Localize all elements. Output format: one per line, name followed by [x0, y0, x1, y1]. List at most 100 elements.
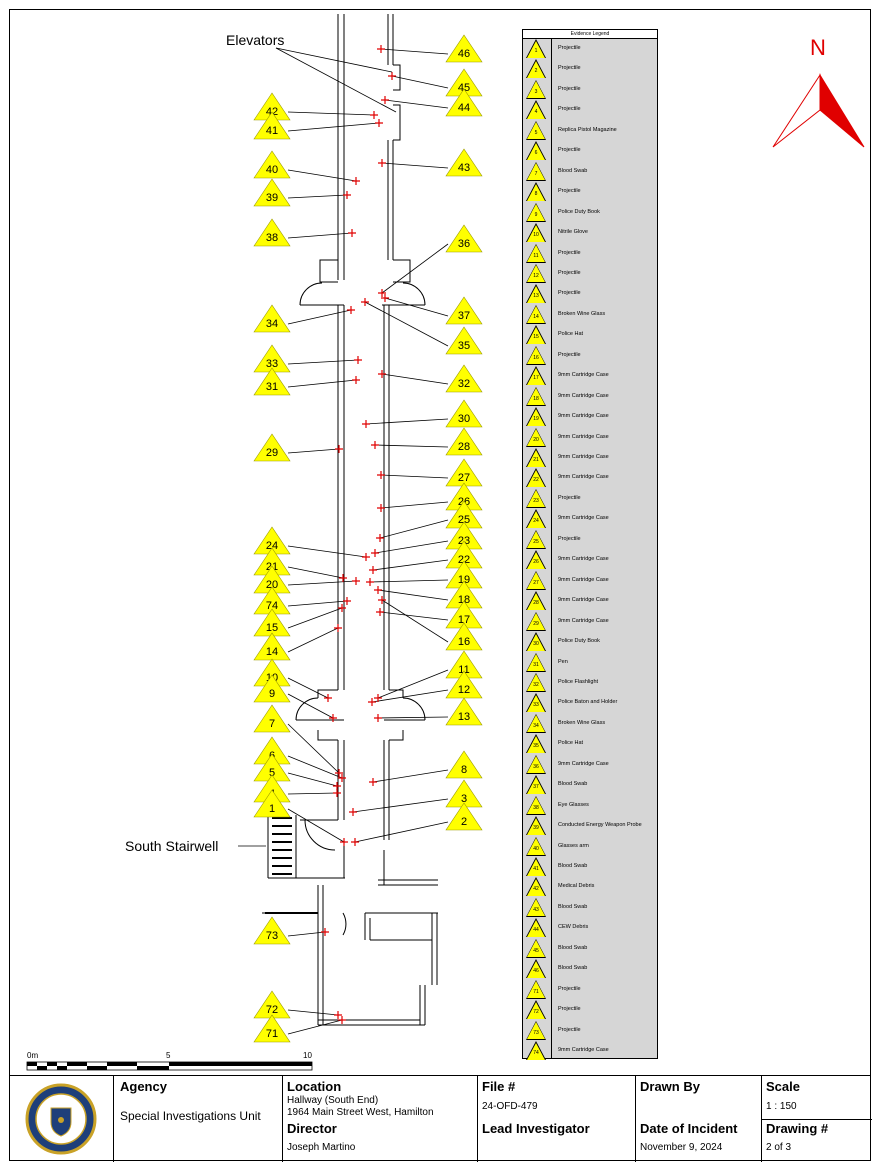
leader-line-35 [364, 301, 449, 347]
evidence-position-15 [338, 604, 346, 612]
evidence-marker-46: 46 [445, 34, 483, 63]
legend-item-label: 9mm Cartridge Case [558, 392, 609, 399]
evidence-marker-icon [527, 367, 545, 385]
leader-line-23 [374, 540, 449, 554]
evidence-position-23 [371, 549, 379, 557]
evidence-marker-73: 73 [253, 916, 291, 945]
scale-label-5: 5 [166, 1051, 171, 1060]
legend-item-number: 6 [534, 150, 538, 157]
evidence-marker-icon [527, 142, 545, 160]
evidence-marker-icon [527, 122, 545, 140]
leader-line-9 [287, 693, 334, 719]
legend-item-label: 9mm Cartridge Case [558, 1047, 609, 1054]
evidence-position-3 [349, 808, 357, 816]
evidence-position-18 [374, 586, 382, 594]
file-value: 24-OFD-479 [482, 1101, 538, 1112]
legend-item-number: 38 [533, 804, 539, 811]
legend-item-label: Conducted Energy Weapon Probe [558, 822, 642, 829]
legend-item-label: 9mm Cartridge Case [558, 597, 609, 604]
legend-item-number: 9 [534, 211, 538, 218]
scale-heading: Scale [766, 1079, 800, 1094]
location-line1: Hallway (South End) [287, 1095, 379, 1106]
evidence-marker-number: 46 [458, 48, 470, 60]
evidence-marker-icon [527, 858, 545, 876]
leader-line-36 [381, 243, 449, 294]
leader-line-27 [380, 474, 449, 479]
evidence-marker-icon [527, 306, 545, 324]
lead-investigator-heading: Lead Investigator [482, 1121, 590, 1136]
evidence-marker-1: 1 [253, 789, 291, 818]
legend-item-label: Blood Swab [558, 944, 588, 951]
legend-item-label: Police Flashlight [558, 678, 599, 685]
legend-item-number: 19 [533, 416, 539, 423]
evidence-marker-number: 39 [266, 192, 278, 204]
legend-item-number: 34 [533, 722, 539, 729]
legend-item-number: 23 [533, 497, 539, 504]
evidence-position-6 [338, 774, 346, 782]
scale-label-0: 0m [27, 1051, 38, 1060]
evidence-marker-number: 2 [461, 816, 467, 828]
evidence-marker-13: 13 [445, 697, 483, 726]
legend-item-number: 42 [533, 886, 539, 893]
legend-item-label: Projectile [558, 985, 581, 992]
evidence-marker-31: 31 [253, 367, 291, 396]
evidence-marker-icon [527, 183, 545, 201]
leader-line-13 [377, 716, 449, 719]
marker-leader-lines [287, 48, 449, 1035]
evidence-marker-8: 8 [445, 750, 483, 779]
scale-label-10: 10 [303, 1051, 312, 1060]
evidence-marker-number: 5 [269, 767, 275, 779]
evidence-marker-icon [527, 408, 545, 426]
legend-item-number: 5 [534, 129, 538, 136]
legend-item-number: 26 [533, 559, 539, 566]
legend-item: 6 Projectile [523, 141, 657, 162]
leader-line-3 [352, 798, 449, 813]
evidence-marker-number: 34 [266, 318, 278, 330]
evidence-marker-number: 31 [266, 381, 278, 393]
evidence-marker-number: 32 [458, 378, 470, 390]
evidence-marker-16: 16 [445, 622, 483, 651]
evidence-marker-35: 35 [445, 326, 483, 355]
evidence-position-73 [321, 928, 329, 936]
annotation-leaders [238, 47, 397, 847]
evidence-marker-icon [527, 1022, 545, 1040]
legend-item-label: Projectile [558, 1026, 581, 1033]
evidence-marker-number: 11 [458, 664, 469, 676]
legend-item-number: 17 [533, 375, 539, 382]
evidence-marker-icon [527, 797, 545, 815]
evidence-marker-number: 43 [458, 162, 470, 174]
leader-line-26 [380, 501, 449, 509]
legend-item-number: 37 [533, 784, 539, 791]
legend-item-number: 13 [533, 293, 539, 300]
legend-item-label: Projectile [558, 147, 581, 154]
legend-item-label: Police Baton and Holder [558, 699, 618, 706]
evidence-marker-71: 71 [253, 1014, 291, 1043]
file-cell: File # 24-OFD-479 Lead Investigator [477, 1076, 635, 1162]
legend-item-label: Blood Swab [558, 903, 588, 910]
north-label: N [810, 35, 826, 60]
evidence-marker-icon [527, 715, 545, 733]
evidence-marker-39: 39 [253, 178, 291, 207]
evidence-position-41 [375, 119, 383, 127]
legend-item-label: Pen [558, 658, 568, 665]
evidence-marker-icon [527, 919, 545, 937]
legend-item-label: 9mm Cartridge Case [558, 576, 609, 583]
evidence-marker-icon [527, 245, 545, 262]
evidence-marker-number: 1 [269, 803, 275, 815]
legend-item-label: Projectile [558, 65, 581, 72]
leader-line-7 [287, 723, 340, 774]
evidence-position-17 [376, 608, 384, 616]
